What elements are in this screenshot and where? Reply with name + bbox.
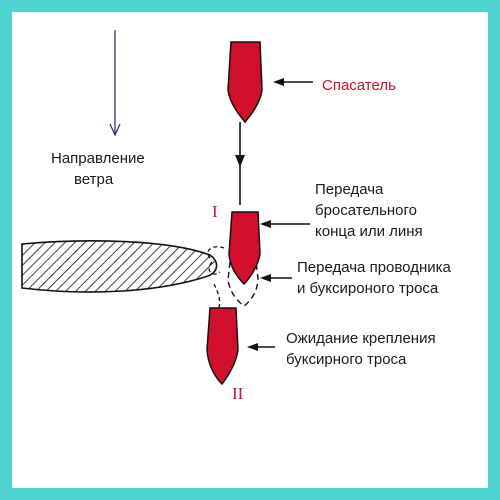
pointer-rescuer bbox=[273, 78, 313, 86]
approach-arrowhead bbox=[235, 155, 245, 167]
disabled-vessel bbox=[21, 240, 218, 293]
rescuer-label: Спасатель bbox=[322, 77, 396, 94]
transfer-boat-outline bbox=[227, 261, 259, 307]
boat-position-two bbox=[206, 307, 239, 386]
pass-conductor-label-2: и буксироного троса bbox=[297, 280, 439, 297]
rescuer-boat bbox=[227, 41, 263, 124]
pass-line-label-2: бросательного bbox=[315, 202, 418, 219]
diagram-canvas: Спасатель Направление ветра Передача бро… bbox=[12, 12, 488, 488]
wait-label-2: буксирного троса bbox=[286, 351, 407, 368]
pointer-pass-conductor bbox=[260, 274, 292, 282]
pass-line-label-1: Передача bbox=[315, 181, 384, 198]
position-one-marker: I bbox=[212, 202, 218, 221]
pointer-pass-line bbox=[260, 220, 310, 228]
boat-position-one bbox=[228, 211, 261, 286]
position-two-marker: II bbox=[232, 384, 244, 403]
pass-line-label-3: конца или линя bbox=[315, 223, 423, 240]
diagram-svg bbox=[21, 30, 313, 386]
wind-label-line1: Направление bbox=[51, 150, 145, 167]
pointer-wait bbox=[247, 343, 275, 351]
wind-label-line2: ветра bbox=[74, 171, 114, 188]
pass-conductor-label-1: Передача проводника bbox=[297, 259, 451, 276]
tow-rope-dashed bbox=[207, 246, 225, 311]
wind-arrow bbox=[109, 30, 121, 137]
wait-label-1: Ожидание крепления bbox=[286, 330, 436, 347]
